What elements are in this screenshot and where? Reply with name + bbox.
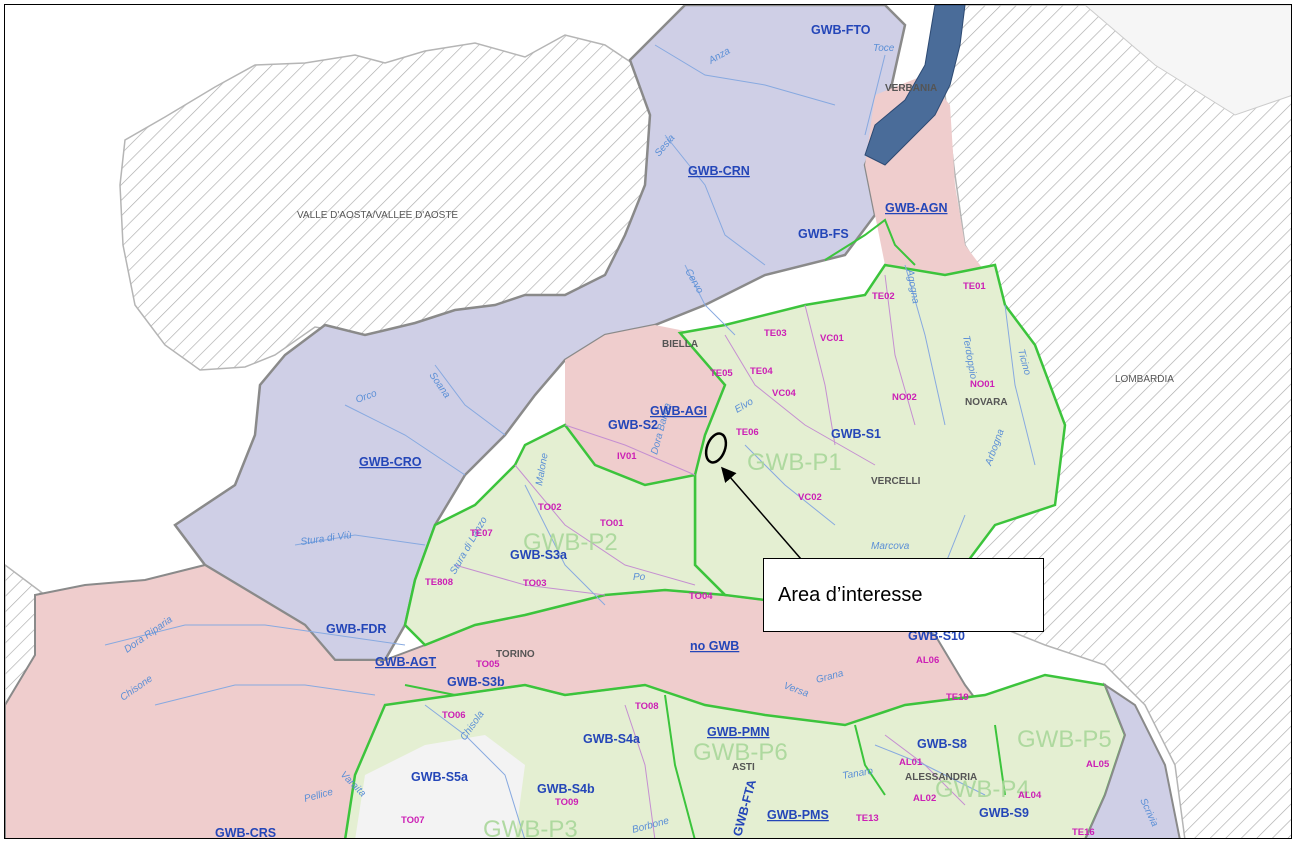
small-label-te808: TE808 [425, 577, 453, 588]
small-label-te13: TE13 [856, 813, 879, 824]
gwb-label-s5a: GWB-S5a [411, 770, 469, 784]
map-frame: VALLE D'AOSTA/VALLEE D'AOSTE LOMBARDIA V… [4, 4, 1292, 839]
big-label-p1: GWB-P1 [747, 449, 842, 476]
zone-torino [355, 735, 525, 838]
zone-foothill-biella [565, 325, 725, 485]
small-label-te06: TE06 [736, 427, 759, 438]
gwb-label-s2: GWB-S2 [608, 418, 658, 432]
small-label-al05: AL05 [1086, 759, 1110, 770]
city-verbania: VERBANIA [885, 83, 937, 94]
gwb-label-s3a: GWB-S3a [510, 548, 568, 562]
big-label-p2: GWB-P2 [523, 529, 618, 556]
small-label-te03: TE03 [764, 328, 787, 339]
gwb-label-s4a: GWB-S4a [583, 732, 641, 746]
gwb-label-s1: GWB-S1 [831, 427, 881, 441]
small-label-to06: TO06 [442, 710, 466, 721]
gwb-label-fto: GWB-FTO [811, 23, 871, 37]
gwb-label-s9: GWB-S9 [979, 806, 1029, 820]
rivers [104, 44, 1036, 838]
small-label-al01: AL01 [899, 757, 923, 768]
big-label-p4: GWB-P4 [935, 776, 1030, 803]
river-tanaro: Tanaro [842, 766, 875, 782]
small-label-te04: TE04 [750, 366, 773, 377]
small-label-al06: AL06 [916, 655, 939, 666]
gwb-label-fdr: GWB-FDR [326, 622, 386, 636]
small-label-te05: TE05 [710, 368, 733, 379]
big-label-p3: GWB-P3 [483, 816, 578, 839]
gwb-label-pmn: GWB-PMN [707, 725, 770, 739]
big-label-p5: GWB-P5 [1017, 726, 1112, 753]
small-label-al02: AL02 [913, 793, 936, 804]
region-label-lombardia: LOMBARDIA [1115, 374, 1174, 385]
river-po: Po [633, 572, 646, 583]
small-label-to03: TO03 [523, 578, 547, 589]
small-label-vc01: VC01 [820, 333, 844, 344]
gwb-label-s3b: GWB-S3b [447, 675, 505, 689]
small-label-no02: NO02 [892, 392, 917, 403]
small-label-to08: TO08 [635, 701, 659, 712]
gwb-label-fs: GWB-FS [798, 227, 849, 241]
city-asti: ASTI [732, 762, 755, 773]
small-label-to07: TO07 [401, 815, 425, 826]
small-label-al04: AL04 [1018, 790, 1042, 801]
river-marcova: Marcova [871, 541, 910, 552]
interest-area-ellipse [704, 432, 728, 464]
zone-appennini [1084, 682, 1181, 838]
gwb-label-s10: GWB-S10 [908, 629, 965, 643]
lake-maggiore [864, 5, 966, 166]
small-label-vc02: VC02 [798, 492, 822, 503]
callout-text: Area d’interesse [778, 583, 923, 606]
zone-plain-p2 [403, 423, 729, 647]
gwb-label-pms: GWB-PMS [767, 808, 829, 822]
small-label-to02: TO02 [538, 502, 562, 513]
gwb-label-agi: GWB-AGI [650, 404, 707, 418]
small-label-te01: TE01 [963, 281, 986, 292]
small-label-to09: TO09 [555, 797, 579, 808]
city-torino: TORINO [496, 649, 535, 660]
callout-box: Area d’interesse [763, 558, 1044, 632]
small-label-no01: NO01 [970, 379, 996, 390]
city-vercelli: VERCELLI [871, 476, 921, 487]
small-label-to01: TO01 [600, 518, 624, 529]
city-biella: BIELLA [662, 339, 698, 350]
gwb-label-s8: GWB-S8 [917, 737, 967, 751]
gwb-label-agt: GWB-AGT [375, 655, 436, 669]
gwb-label-crn: GWB-CRN [688, 164, 750, 178]
small-label-te07: TE07 [470, 528, 493, 539]
region-switzerland [1084, 5, 1291, 116]
city-novara: NOVARA [965, 397, 1008, 408]
callout-arrow [721, 466, 802, 560]
big-label-p6: GWB-P6 [693, 739, 788, 766]
gwb-label-crs: GWB-CRS [215, 826, 276, 839]
hydrogeology-map: VALLE D'AOSTA/VALLEE D'AOSTE LOMBARDIA V… [5, 5, 1291, 839]
gwb-label-agn: GWB-AGN [885, 201, 948, 215]
small-label-te19: TE19 [946, 692, 969, 703]
small-label-te16: TE16 [1072, 827, 1095, 838]
small-label-vc04: VC04 [772, 388, 796, 399]
gwb-label-s4b: GWB-S4b [537, 782, 595, 796]
gwb-label-cro: GWB-CRO [359, 455, 422, 469]
region-label-valle-daosta: VALLE D'AOSTA/VALLEE D'AOSTE [297, 210, 458, 221]
small-label-iv01: IV01 [617, 451, 637, 462]
gwb-boundaries [404, 218, 1006, 838]
river-toce: Toce [873, 43, 895, 54]
small-label-te02: TE02 [872, 291, 895, 302]
city-alessandria: ALESSANDRIA [905, 772, 977, 783]
small-label-to05: TO05 [476, 659, 500, 670]
gwb-label-no-gwb: no GWB [690, 639, 739, 653]
small-label-to04: TO04 [689, 591, 713, 602]
province-boundaries [454, 274, 966, 838]
